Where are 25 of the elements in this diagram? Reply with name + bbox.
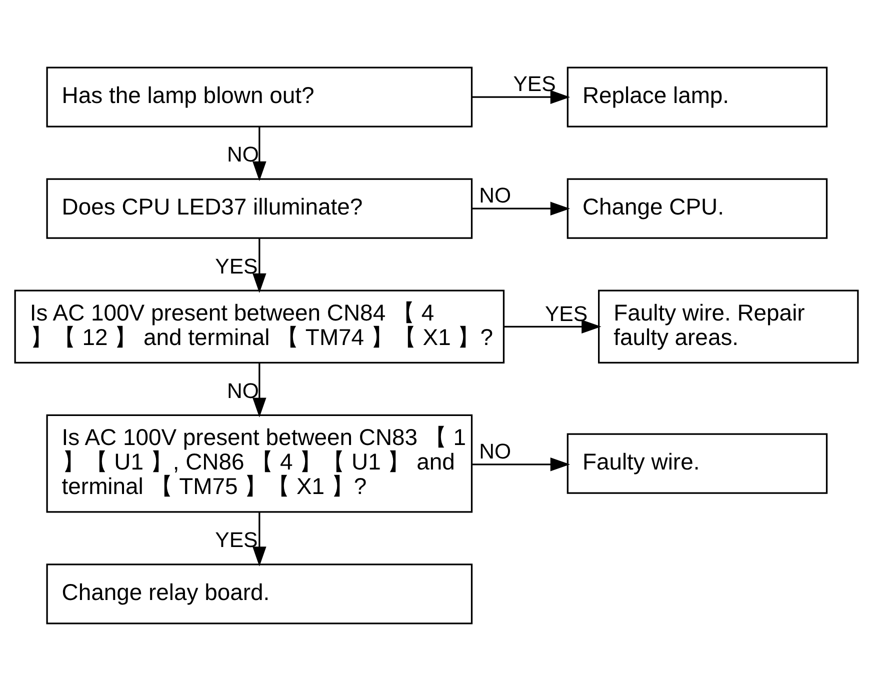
arrow [252,512,266,566]
arrow [252,126,266,181]
arrow [252,362,266,417]
edge-label: YES [513,72,556,96]
node-box: Does CPU LED37 illuminate? [46,178,473,238]
node-box: Has the lamp blown out? [46,66,473,127]
arrow [472,456,570,471]
edge-label: YES [215,254,258,278]
arrow [504,319,602,334]
edge-label: YES [544,301,588,326]
edge-label: YES [215,527,258,552]
edge-label: NO [479,183,512,208]
node-box: Is AC 100V present between CN83 【 1 】【 U1 】, CN86 【 4 】【 U1 】 and terminal 【 TM75 】【 X1 】? [46,414,473,512]
node-box: Faulty wire. Repair faulty areas. [598,289,859,364]
edge-label: NO [479,438,512,463]
arrow [472,201,570,215]
node-box: Replace lamp. [566,66,828,127]
edge-label: NO [227,142,259,166]
arrow [252,238,266,293]
node-box: Change relay board. [46,563,473,624]
arrow [472,90,570,104]
edge-label: NO [227,378,259,402]
node-box: Faulty wire. [566,432,828,494]
node-box: Is AC 100V present between CN84 【 4 】【 12 】 and terminal 【 TM74 】【 X1 】? [14,289,505,364]
node-box: Change CPU. [566,178,828,238]
